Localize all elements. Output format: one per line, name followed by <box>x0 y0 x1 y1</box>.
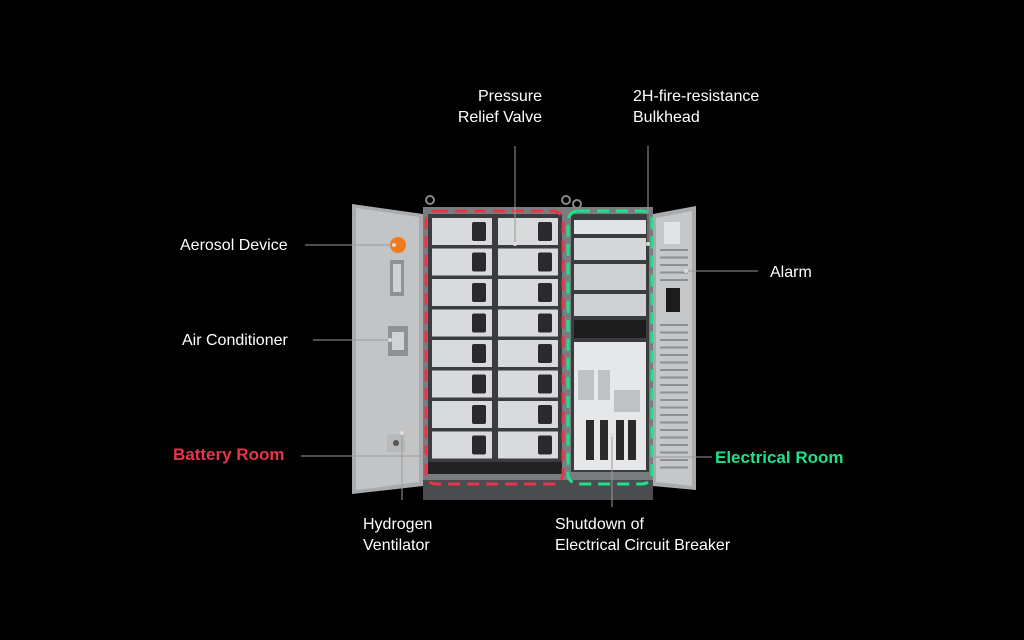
battery-module <box>498 279 558 306</box>
battery-module <box>498 309 558 337</box>
battery-module <box>498 370 558 398</box>
right-door <box>653 206 696 490</box>
battery-module <box>432 431 492 459</box>
pressure-relief-valve-label: Pressure Relief Valve <box>457 88 542 126</box>
alarm-label: Alarm <box>770 264 812 281</box>
battery-room-outline <box>424 209 565 486</box>
aerosol-device-icon <box>390 237 406 253</box>
battery-module <box>432 279 492 306</box>
battery-module <box>432 340 492 367</box>
hydrogen-ventilator-label: Hydrogen Ventilator <box>363 516 433 554</box>
battery-module <box>432 248 492 276</box>
battery-module <box>498 218 558 245</box>
battery-module <box>432 309 492 337</box>
battery-rack <box>428 214 562 474</box>
battery-module <box>498 401 558 428</box>
alarm-icon <box>666 288 680 312</box>
battery-module <box>432 218 492 245</box>
battery-module <box>498 340 558 367</box>
battery-module <box>432 370 492 398</box>
battery-module <box>498 431 558 459</box>
battery-module <box>432 401 492 428</box>
electrical-room-label: Electrical Room <box>715 448 844 467</box>
shutdown-breaker-label: Shutdown of Electrical Circuit Breaker <box>555 516 731 554</box>
bulkhead-label: 2H-fire-resistance Bulkhead <box>633 88 760 126</box>
air-conditioner-label: Air Conditioner <box>182 332 288 349</box>
leader-lines <box>301 146 758 507</box>
aerosol-device-label: Aerosol Device <box>180 237 288 254</box>
electrical-panel <box>571 214 649 472</box>
battery-module <box>498 248 558 276</box>
electrical-room-outline <box>566 209 654 486</box>
left-door <box>352 204 423 494</box>
battery-room-label: Battery Room <box>173 445 285 464</box>
